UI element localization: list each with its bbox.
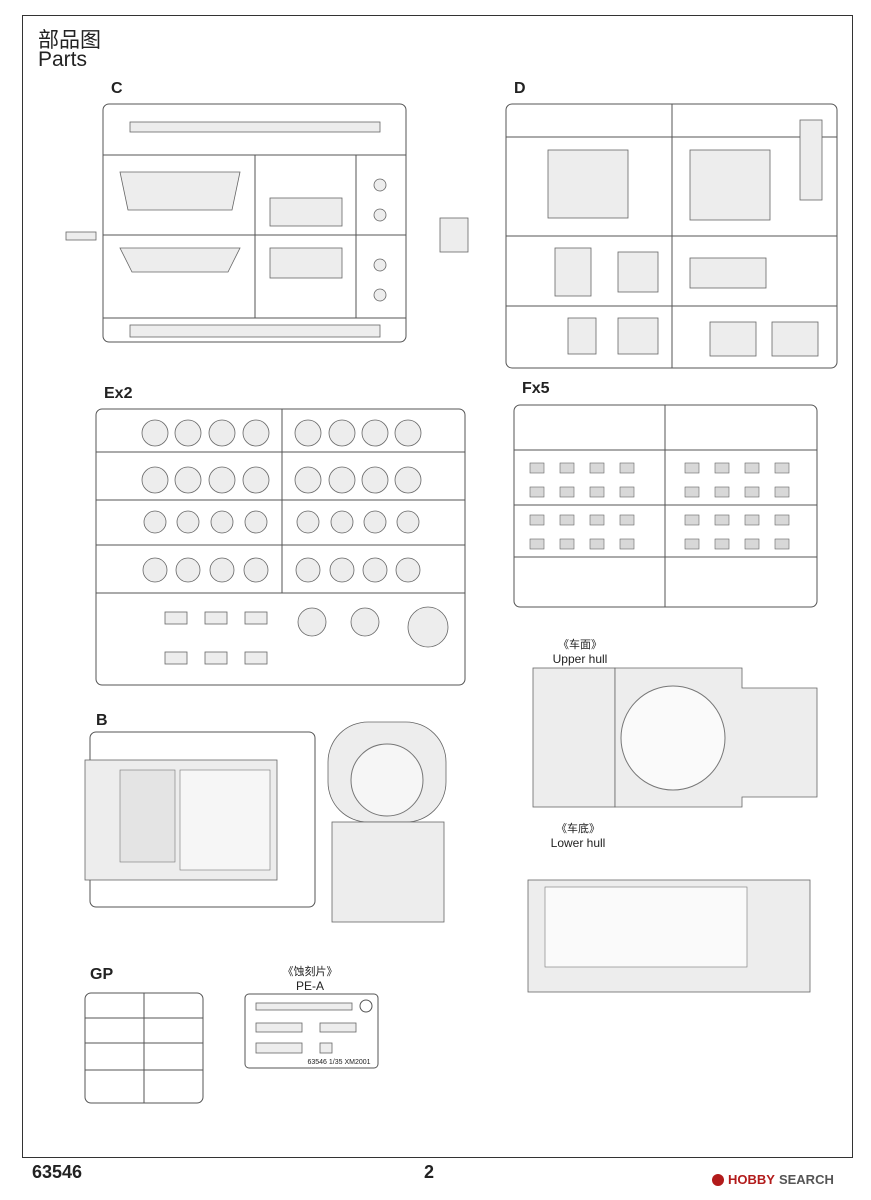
sprue-ex2-drawing bbox=[95, 408, 466, 686]
page-title-cn: 部品图 bbox=[38, 28, 101, 52]
sprue-gp-label: GP bbox=[90, 966, 114, 983]
sprue-fx5-label: Fx5 bbox=[522, 380, 550, 397]
page-title-en: Parts bbox=[38, 48, 88, 71]
brand-hobby: HOBBY bbox=[728, 1172, 775, 1187]
upper-hull-caption-cn: 《车面》 bbox=[558, 638, 602, 651]
kit-number: 63546 bbox=[32, 1162, 83, 1182]
sprue-b-drawing bbox=[84, 721, 447, 923]
pe-caption-en: PE-A bbox=[295, 979, 324, 993]
sprue-b-label: B bbox=[96, 712, 108, 729]
sprue-gp-drawing bbox=[84, 992, 204, 1104]
brand-search: SEARCH bbox=[778, 1172, 834, 1187]
pe-code: 63546 1/35 XM2001 bbox=[307, 1059, 371, 1066]
upper-hull-drawing bbox=[532, 667, 818, 808]
page-frame bbox=[22, 15, 853, 1158]
upper-hull-caption-en: Upper hull bbox=[552, 652, 608, 666]
sprue-c-drawing bbox=[65, 103, 407, 343]
upper-hull-caption: 《车面》 Upper hull bbox=[540, 638, 620, 666]
lower-hull-caption-en: Lower hull bbox=[550, 836, 606, 850]
sprue-c-label: C bbox=[111, 80, 123, 97]
hobby-search-watermark: HOBBY SEARCH bbox=[712, 1172, 834, 1187]
page-number: 2 bbox=[424, 1162, 435, 1182]
lower-hull-caption-cn: 《车底》 bbox=[556, 822, 600, 835]
sprue-fx5-drawing bbox=[513, 404, 818, 608]
sprue-ex2-label: Ex2 bbox=[104, 385, 133, 402]
pe-caption: 《蚀刻片》 PE-A bbox=[270, 965, 350, 993]
sprue-d-label: D bbox=[514, 80, 526, 97]
sprue-d-drawing bbox=[439, 103, 838, 369]
lower-hull-drawing bbox=[527, 879, 811, 993]
pe-fret-drawing bbox=[244, 993, 379, 1069]
lower-hull-caption: 《车底》 Lower hull bbox=[538, 822, 618, 850]
pe-caption-cn: 《蚀刻片》 bbox=[282, 965, 338, 978]
hobby-search-logo-icon bbox=[712, 1173, 724, 1186]
